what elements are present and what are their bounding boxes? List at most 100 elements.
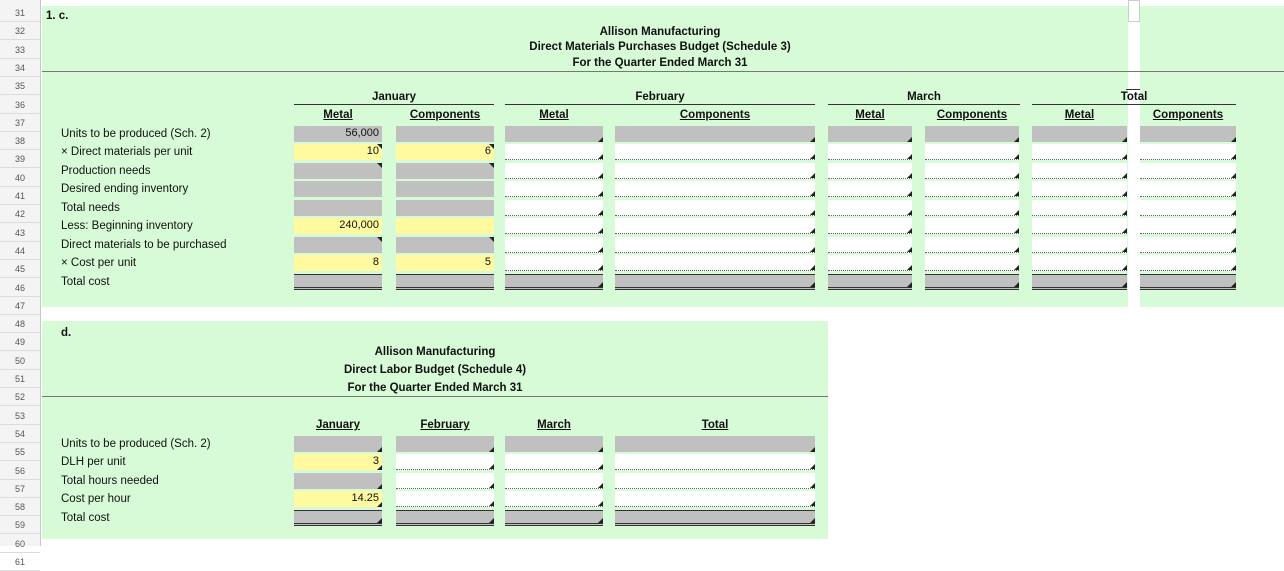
jan-components-beginning-inventory-cell[interactable] xyxy=(396,218,494,234)
jan-components-production-needs-cell[interactable] xyxy=(396,163,494,179)
labor-jan-cost-per-hour-cell[interactable]: 14.25 xyxy=(294,491,382,507)
jan-metal-production-needs-cell[interactable] xyxy=(294,163,382,179)
jan-components-dm-per-unit-cell[interactable]: 6 xyxy=(396,144,494,160)
total-components-desired-ending-cell[interactable] xyxy=(1140,181,1236,197)
row-number[interactable]: 32 xyxy=(0,22,40,41)
feb-components-desired-ending-cell[interactable] xyxy=(615,181,815,197)
jan-metal-dm-per-unit-cell[interactable]: 10 xyxy=(294,144,382,160)
feb-metal-total-cost-cell[interactable] xyxy=(505,274,603,290)
row-number[interactable]: 60 xyxy=(0,535,40,553)
labor-mar-total-cost-cell[interactable] xyxy=(505,510,603,526)
labor-jan-total-hours-cell[interactable] xyxy=(294,473,382,489)
mar-metal-beginning-inventory-cell[interactable] xyxy=(828,218,912,234)
labor-total-total-hours-cell[interactable] xyxy=(615,473,815,489)
row-number[interactable]: 45 xyxy=(0,260,40,279)
mar-metal-dm-per-unit-cell[interactable] xyxy=(828,144,912,160)
labor-jan-dlh-per-unit-cell[interactable]: 3 xyxy=(294,454,382,470)
jan-components-total-cost-cell[interactable] xyxy=(396,274,494,290)
feb-metal-desired-ending-cell[interactable] xyxy=(505,181,603,197)
total-metal-production-needs-cell[interactable] xyxy=(1032,163,1127,179)
feb-components-dm-purchased-cell[interactable] xyxy=(615,237,815,253)
row-number[interactable]: 54 xyxy=(0,425,40,443)
feb-metal-dm-purchased-cell[interactable] xyxy=(505,237,603,253)
row-number[interactable]: 39 xyxy=(0,150,40,169)
jan-metal-units-cell[interactable]: 56,000 xyxy=(294,126,382,142)
total-metal-dm-purchased-cell[interactable] xyxy=(1032,237,1127,253)
feb-components-beginning-inventory-cell[interactable] xyxy=(615,218,815,234)
row-number[interactable]: 61 xyxy=(0,553,40,571)
row-number[interactable]: 52 xyxy=(0,388,40,407)
row-number[interactable]: 34 xyxy=(0,59,40,77)
row-number[interactable]: 57 xyxy=(0,480,40,498)
row-number[interactable]: 50 xyxy=(0,352,40,370)
row-number[interactable]: 51 xyxy=(0,370,40,388)
mar-components-desired-ending-cell[interactable] xyxy=(925,181,1019,197)
mar-components-beginning-inventory-cell[interactable] xyxy=(925,218,1019,234)
jan-components-cost-per-unit-cell[interactable]: 5 xyxy=(396,255,494,271)
row-number[interactable]: 42 xyxy=(0,205,40,224)
mar-components-total-cost-cell[interactable] xyxy=(925,274,1019,290)
mar-components-dm-per-unit-cell[interactable] xyxy=(925,144,1019,160)
feb-components-total-cost-cell[interactable] xyxy=(615,274,815,290)
total-components-total-cost-cell[interactable] xyxy=(1140,274,1236,290)
feb-metal-dm-per-unit-cell[interactable] xyxy=(505,144,603,160)
total-metal-units-cell[interactable] xyxy=(1032,126,1127,142)
labor-feb-total-hours-cell[interactable] xyxy=(396,473,494,489)
labor-feb-units-cell[interactable] xyxy=(396,436,494,452)
row-number[interactable]: 37 xyxy=(0,114,40,132)
labor-mar-total-hours-cell[interactable] xyxy=(505,473,603,489)
row-number[interactable]: 40 xyxy=(0,169,40,187)
labor-total-cost-per-hour-cell[interactable] xyxy=(615,491,815,507)
row-number[interactable]: 35 xyxy=(0,77,40,96)
jan-metal-total-cost-cell[interactable] xyxy=(294,274,382,290)
row-number[interactable]: 48 xyxy=(0,315,40,334)
row-number[interactable]: 58 xyxy=(0,498,40,517)
total-metal-beginning-inventory-cell[interactable] xyxy=(1032,218,1127,234)
jan-metal-dm-purchased-cell[interactable] xyxy=(294,237,382,253)
jan-components-dm-purchased-cell[interactable] xyxy=(396,237,494,253)
feb-metal-units-cell[interactable] xyxy=(505,126,603,142)
total-metal-cost-per-unit-cell[interactable] xyxy=(1032,255,1127,271)
total-components-production-needs-cell[interactable] xyxy=(1140,163,1236,179)
feb-metal-cost-per-unit-cell[interactable] xyxy=(505,255,603,271)
total-components-cost-per-unit-cell[interactable] xyxy=(1140,255,1236,271)
labor-jan-total-cost-cell[interactable] xyxy=(294,510,382,526)
jan-metal-cost-per-unit-cell[interactable]: 8 xyxy=(294,255,382,271)
row-number[interactable]: 56 xyxy=(0,462,40,480)
mar-components-dm-purchased-cell[interactable] xyxy=(925,237,1019,253)
total-metal-desired-ending-cell[interactable] xyxy=(1032,181,1127,197)
labor-feb-total-cost-cell[interactable] xyxy=(396,510,494,526)
feb-components-total-needs-cell[interactable] xyxy=(615,200,815,216)
total-metal-total-cost-cell[interactable] xyxy=(1032,274,1127,290)
total-components-beginning-inventory-cell[interactable] xyxy=(1140,218,1236,234)
labor-mar-units-cell[interactable] xyxy=(505,436,603,452)
row-number[interactable]: 36 xyxy=(0,96,40,114)
labor-total-units-cell[interactable] xyxy=(615,436,815,452)
row-number[interactable]: 47 xyxy=(0,297,40,315)
total-components-dm-purchased-cell[interactable] xyxy=(1140,237,1236,253)
labor-total-total-cost-cell[interactable] xyxy=(615,510,815,526)
mar-metal-total-cost-cell[interactable] xyxy=(828,274,912,290)
row-number[interactable]: 49 xyxy=(0,333,40,352)
total-components-units-cell[interactable] xyxy=(1140,126,1236,142)
labor-feb-cost-per-hour-cell[interactable] xyxy=(396,491,494,507)
jan-components-total-needs-cell[interactable] xyxy=(396,200,494,216)
feb-components-production-needs-cell[interactable] xyxy=(615,163,815,179)
feb-metal-production-needs-cell[interactable] xyxy=(505,163,603,179)
jan-components-units-cell[interactable] xyxy=(396,126,494,142)
mar-components-production-needs-cell[interactable] xyxy=(925,163,1019,179)
row-number[interactable]: 31 xyxy=(0,4,40,22)
row-number[interactable]: 38 xyxy=(0,132,40,151)
total-components-total-needs-cell[interactable] xyxy=(1140,200,1236,216)
mar-metal-units-cell[interactable] xyxy=(828,126,912,142)
mar-metal-desired-ending-cell[interactable] xyxy=(828,181,912,197)
mar-components-cost-per-unit-cell[interactable] xyxy=(925,255,1019,271)
mar-metal-cost-per-unit-cell[interactable] xyxy=(828,255,912,271)
row-number[interactable]: 44 xyxy=(0,242,40,260)
labor-feb-dlh-per-unit-cell[interactable] xyxy=(396,454,494,470)
feb-components-units-cell[interactable] xyxy=(615,126,815,142)
jan-components-desired-ending-cell[interactable] xyxy=(396,181,494,197)
jan-metal-desired-ending-cell[interactable] xyxy=(294,181,382,197)
mar-components-units-cell[interactable] xyxy=(925,126,1019,142)
labor-total-dlh-per-unit-cell[interactable] xyxy=(615,454,815,470)
